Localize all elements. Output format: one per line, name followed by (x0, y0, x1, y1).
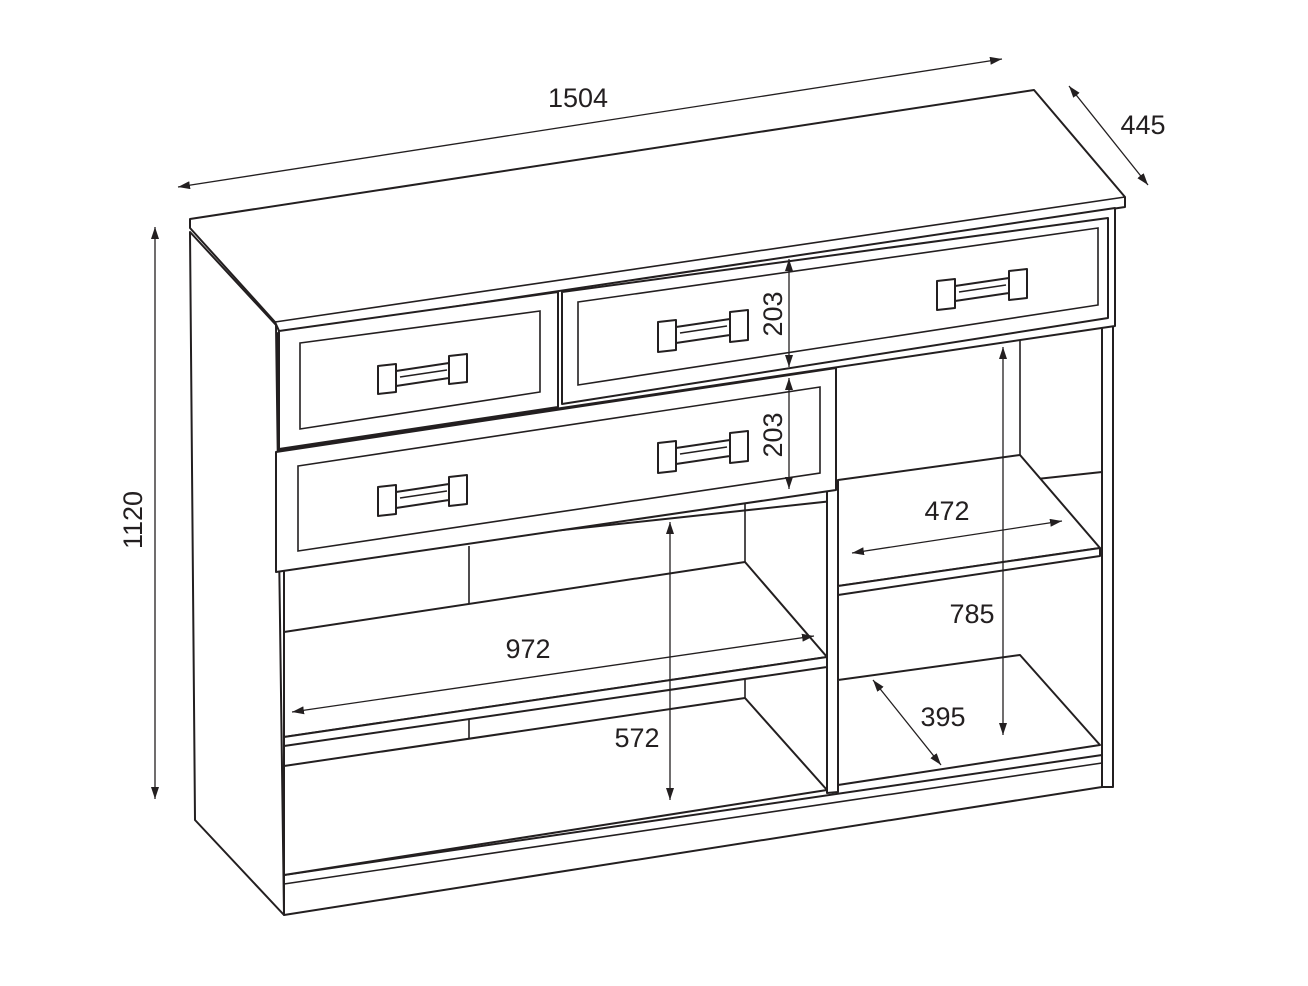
handle-top-left (377, 353, 468, 395)
bottom-board-edge (283, 762, 1103, 885)
dimension-lines (151, 56, 1149, 800)
dimension-labels: 1504 445 1120 203 203 472 972 785 395 57… (118, 83, 1166, 753)
dim-width-label: 1504 (548, 83, 608, 113)
dim-left-lower-height-label: 572 (614, 723, 659, 753)
bottom-plinth (283, 754, 1103, 916)
dim-drawer-top-label: 203 (758, 291, 788, 336)
handle-bottom-left (377, 474, 468, 517)
dim-shelf-left-width-label: 972 (505, 634, 550, 664)
drawer-bottom-panel (297, 386, 821, 552)
dim-line-right-depth (872, 679, 942, 766)
dim-height-label: 1120 (118, 491, 148, 549)
handle-top-right-2 (936, 268, 1028, 311)
shelf-right-upper-edge (837, 547, 1101, 596)
drawer-top-right-panel (577, 227, 1099, 386)
left-side-panel (189, 231, 285, 916)
handle-top-right-1 (657, 309, 749, 353)
shelf-left-bottom (283, 697, 828, 876)
dim-drawer-bottom-label: 203 (758, 412, 788, 457)
dim-line-depth (1068, 85, 1149, 186)
partitions (468, 340, 1021, 794)
drawer-bottom (275, 367, 837, 573)
dim-line-width (177, 56, 1003, 190)
dim-right-depth-label: 395 (920, 702, 965, 732)
dim-shelf-right-width-label: 472 (924, 496, 969, 526)
dim-line-shelf-right-width (851, 518, 1063, 556)
center-partition (826, 484, 839, 794)
handle-bottom-right (657, 430, 749, 474)
right-side-panel (1101, 323, 1114, 788)
handles (377, 268, 1028, 517)
drawer-top-right (561, 217, 1109, 405)
dim-right-height-label: 785 (949, 599, 994, 629)
top-front-edge (274, 196, 1126, 323)
drawer-top-left-panel (299, 310, 541, 430)
dim-line-shelf-left-width (291, 633, 815, 715)
dim-depth-label: 445 (1120, 110, 1165, 140)
